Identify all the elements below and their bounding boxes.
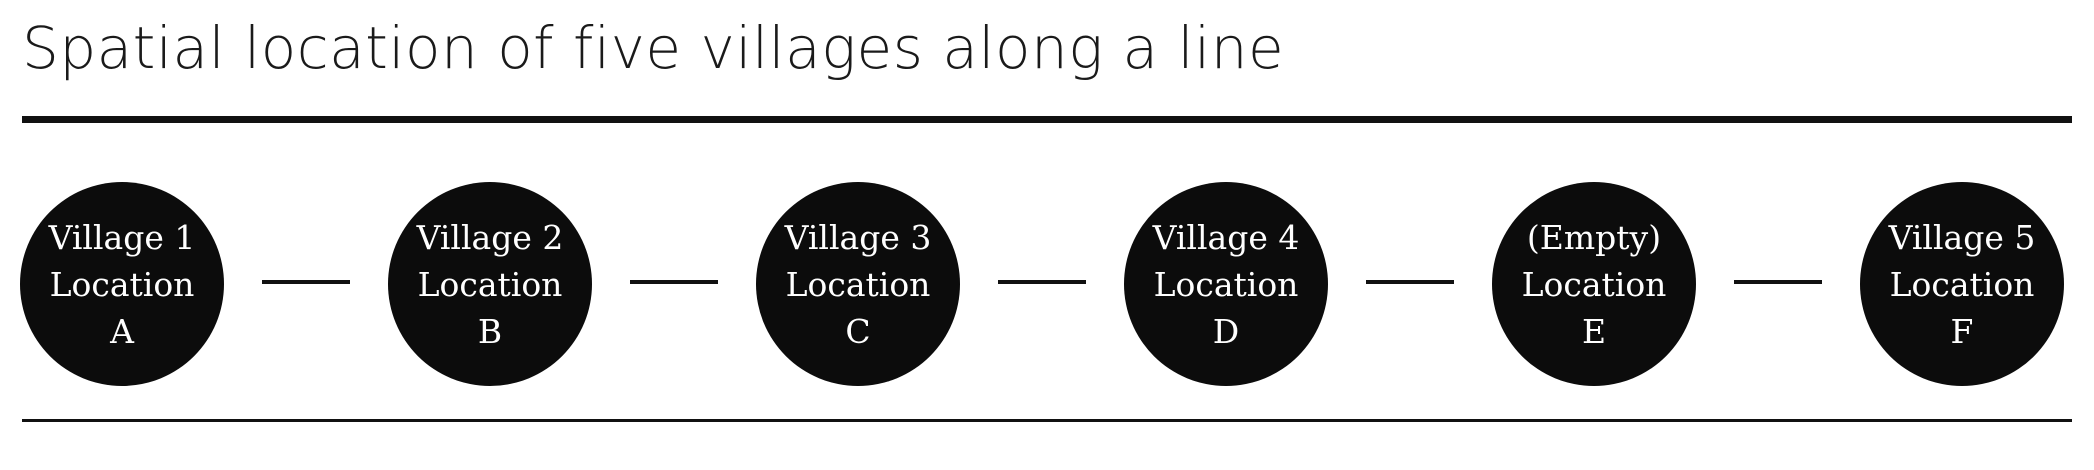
node-village-label: Village 4 [1152,217,1300,257]
node-location-letter: A [110,311,134,351]
node-location-word: Location [417,264,563,304]
village-2-node: Village 2 Location B [388,182,592,386]
empty-location-node: (Empty) Location E [1492,182,1696,386]
node-location-letter: F [1950,311,1974,351]
village-line-diagram: Village 1 Location A Village 2 Location … [0,160,2094,400]
node-location-word: Location [1521,264,1667,304]
node-location-letter: D [1212,311,1240,351]
node-location-letter: C [845,311,871,351]
village-1-node: Village 1 Location A [20,182,224,386]
node-village-label: Village 1 [48,217,196,257]
node-location-word: Location [785,264,931,304]
node-location-word: Location [1889,264,2035,304]
node-village-label: Village 2 [416,217,564,257]
node-village-label: (Empty) [1526,217,1662,257]
village-3-node: Village 3 Location C [756,182,960,386]
village-5-node: Village 5 Location F [1860,182,2064,386]
connector-3-4 [998,280,1086,284]
connector-4-5 [1366,280,1454,284]
page-title: Spatial location of five villages along … [22,14,1285,82]
top-rule [22,116,2072,123]
node-location-word: Location [49,264,195,304]
connector-5-6 [1734,280,1822,284]
connector-1-2 [262,280,350,284]
connector-2-3 [630,280,718,284]
node-location-letter: E [1581,311,1607,351]
node-village-label: Village 3 [784,217,932,257]
node-village-label: Village 5 [1888,217,2036,257]
node-location-word: Location [1153,264,1299,304]
bottom-rule [22,419,2072,422]
node-location-letter: B [477,311,503,351]
village-4-node: Village 4 Location D [1124,182,1328,386]
